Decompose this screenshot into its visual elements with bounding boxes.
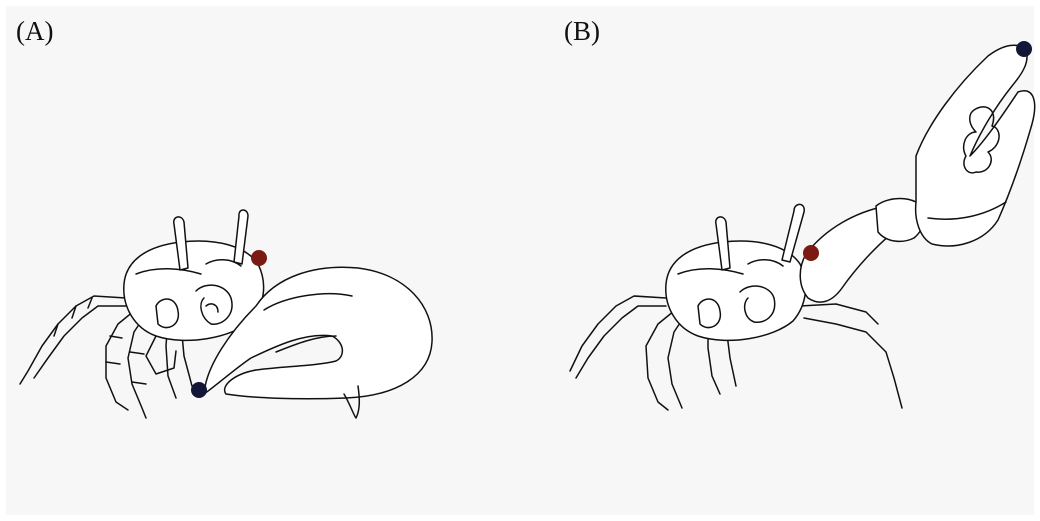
panel-a: (A) xyxy=(6,6,526,515)
walking-leg xyxy=(34,306,126,378)
walking-leg xyxy=(800,304,878,324)
walking-leg xyxy=(576,306,666,378)
marker-red xyxy=(803,245,819,261)
walking-leg xyxy=(570,296,666,371)
crab-drawing-a xyxy=(6,6,526,515)
panel-label: (B) xyxy=(564,16,600,47)
walking-leg xyxy=(804,318,902,408)
panel-b: (B) xyxy=(536,6,1034,515)
panel-label: (A) xyxy=(16,16,53,47)
marker-red xyxy=(251,250,267,266)
marker-navy xyxy=(1016,41,1032,57)
marker-navy xyxy=(191,382,207,398)
figure: (A) xyxy=(6,6,1034,515)
eye-stalk xyxy=(782,204,804,262)
crab-drawing-b xyxy=(536,6,1034,515)
walking-leg xyxy=(106,311,134,410)
walking-leg xyxy=(646,311,674,410)
minor-claw xyxy=(146,336,176,374)
